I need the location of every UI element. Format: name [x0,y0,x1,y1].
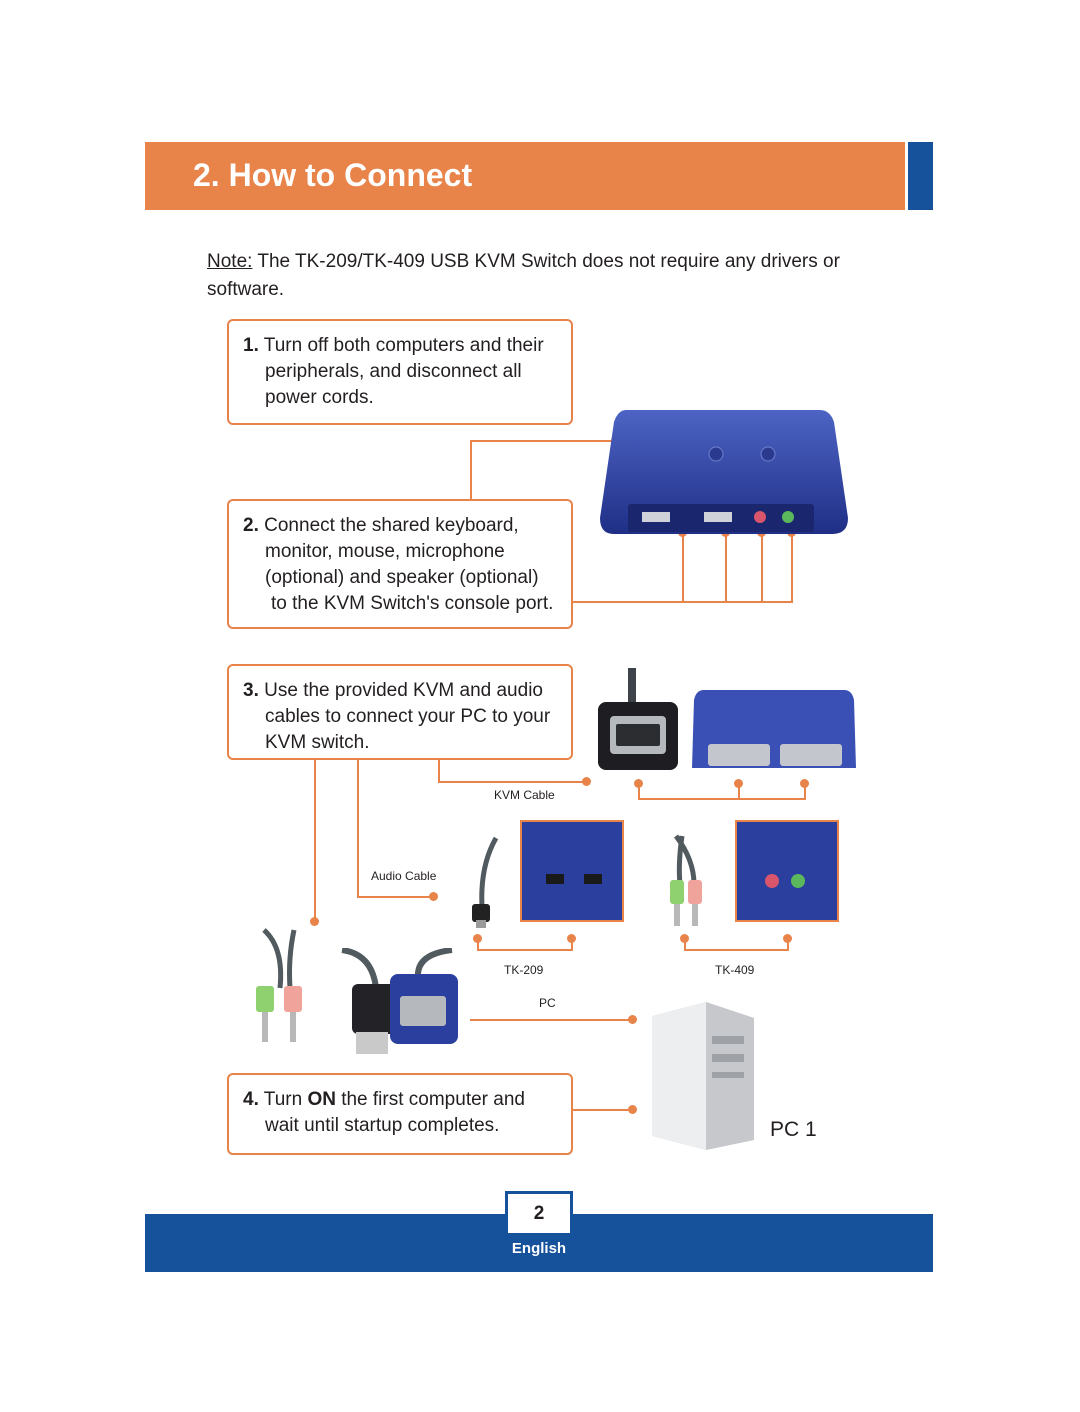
step-4-bold: ON [307,1089,336,1110]
connector-dot [734,779,743,788]
connector-line [477,949,573,951]
connector-dot [582,777,591,786]
step-2-line-4: to the KVM Switch's console port. [271,593,554,614]
connector-dot [628,1105,637,1114]
step-1-line-2: peripherals, and disconnect all [265,361,522,382]
connector-dot [310,917,319,926]
step-3-line-2: cables to connect your PC to your [265,706,551,727]
usb-vga-connectors-image [341,948,458,1054]
connector-dot [634,779,643,788]
step-4-line-2: wait until startup completes. [265,1115,500,1136]
connector-line [314,760,316,920]
note-text: The TK-209/TK-409 USB KVM Switch does no… [207,251,840,300]
connector-line [761,532,763,602]
header-accent-block [908,142,933,210]
tk-409-label: TK-409 [715,963,755,977]
step-3-line-3: KVM switch. [265,732,370,753]
connector-line [357,760,359,898]
connector-dot [800,779,809,788]
connector-line [638,798,806,800]
step-4-box: 4. Turn ON the first computer and wait u… [227,1073,573,1155]
audio-cable-image [472,836,499,928]
connector-line [573,601,793,603]
pc-1-label: PC 1 [770,1118,817,1141]
audio-plug-image [670,834,702,926]
step-1-line-3: power cords. [265,387,374,408]
step-1-number: 1. [243,335,259,356]
connector-line [573,1109,632,1111]
connector-line [804,783,806,799]
tk-409-audio-ports-photo [735,820,839,922]
step-4-number: 4. [243,1089,259,1110]
connector-line [470,1019,632,1021]
footer-language: English [511,1240,567,1257]
tk-209-audio-ports-photo [520,820,624,922]
kvm-cable-label: KVM Cable [494,788,555,802]
step-2-line-1: Connect the shared keyboard, [264,515,519,536]
pc-tower-image [652,1002,754,1150]
step-2-box: 2. Connect the shared keyboard, monitor,… [227,499,573,629]
kvm-cable-image [598,668,678,770]
connector-line [571,938,573,950]
connector-line [470,440,615,442]
step-2-line-3: (optional) and speaker (optional) [265,567,539,588]
connector-line [470,440,472,500]
connector-line [357,896,433,898]
note-paragraph: Note: The TK-209/TK-409 USB KVM Switch d… [207,248,867,304]
connector-dot [567,934,576,943]
step-3-line-1: Use the provided KVM and audio [264,680,543,701]
connector-line [787,938,789,950]
connector-dot [680,934,689,943]
connector-dot [783,934,792,943]
connector-dot [628,1015,637,1024]
step-1-box: 1. Turn off both computers and their per… [227,319,573,425]
connector-dot [473,934,482,943]
connector-line [638,783,640,799]
connector-line [438,760,440,782]
note-label: Note: [207,251,253,272]
tk-209-label: TK-209 [504,963,544,977]
connector-line [438,781,586,783]
kvm-switch-rear-image [692,690,856,768]
connector-line [738,783,740,799]
step-4-post: the first computer and [335,1089,525,1110]
step-1-line-1: Turn off both computers and their [263,335,544,356]
step-2-line-2: monitor, mouse, microphone [265,541,505,562]
section-title: 2. How to Connect [193,157,473,193]
audio-cable-label: Audio Cable [371,869,437,883]
step-3-number: 3. [243,680,259,701]
connector-line [791,532,793,602]
connector-line [725,532,727,602]
step-3-box: 3. Use the provided KVM and audio cables… [227,664,573,760]
page-number: 2 [505,1191,573,1233]
connector-line [477,938,479,950]
connector-line [682,532,684,602]
audio-plugs-image [256,928,302,1042]
connector-line [684,938,686,950]
connector-line [684,949,789,951]
step-4-pre: Turn [263,1089,308,1110]
connector-dot [429,892,438,901]
kvm-switch-front-image [600,410,848,534]
step-2-number: 2. [243,515,259,536]
section-header-bar: 2. How to Connect [145,142,905,210]
pc-label: PC [539,996,556,1010]
